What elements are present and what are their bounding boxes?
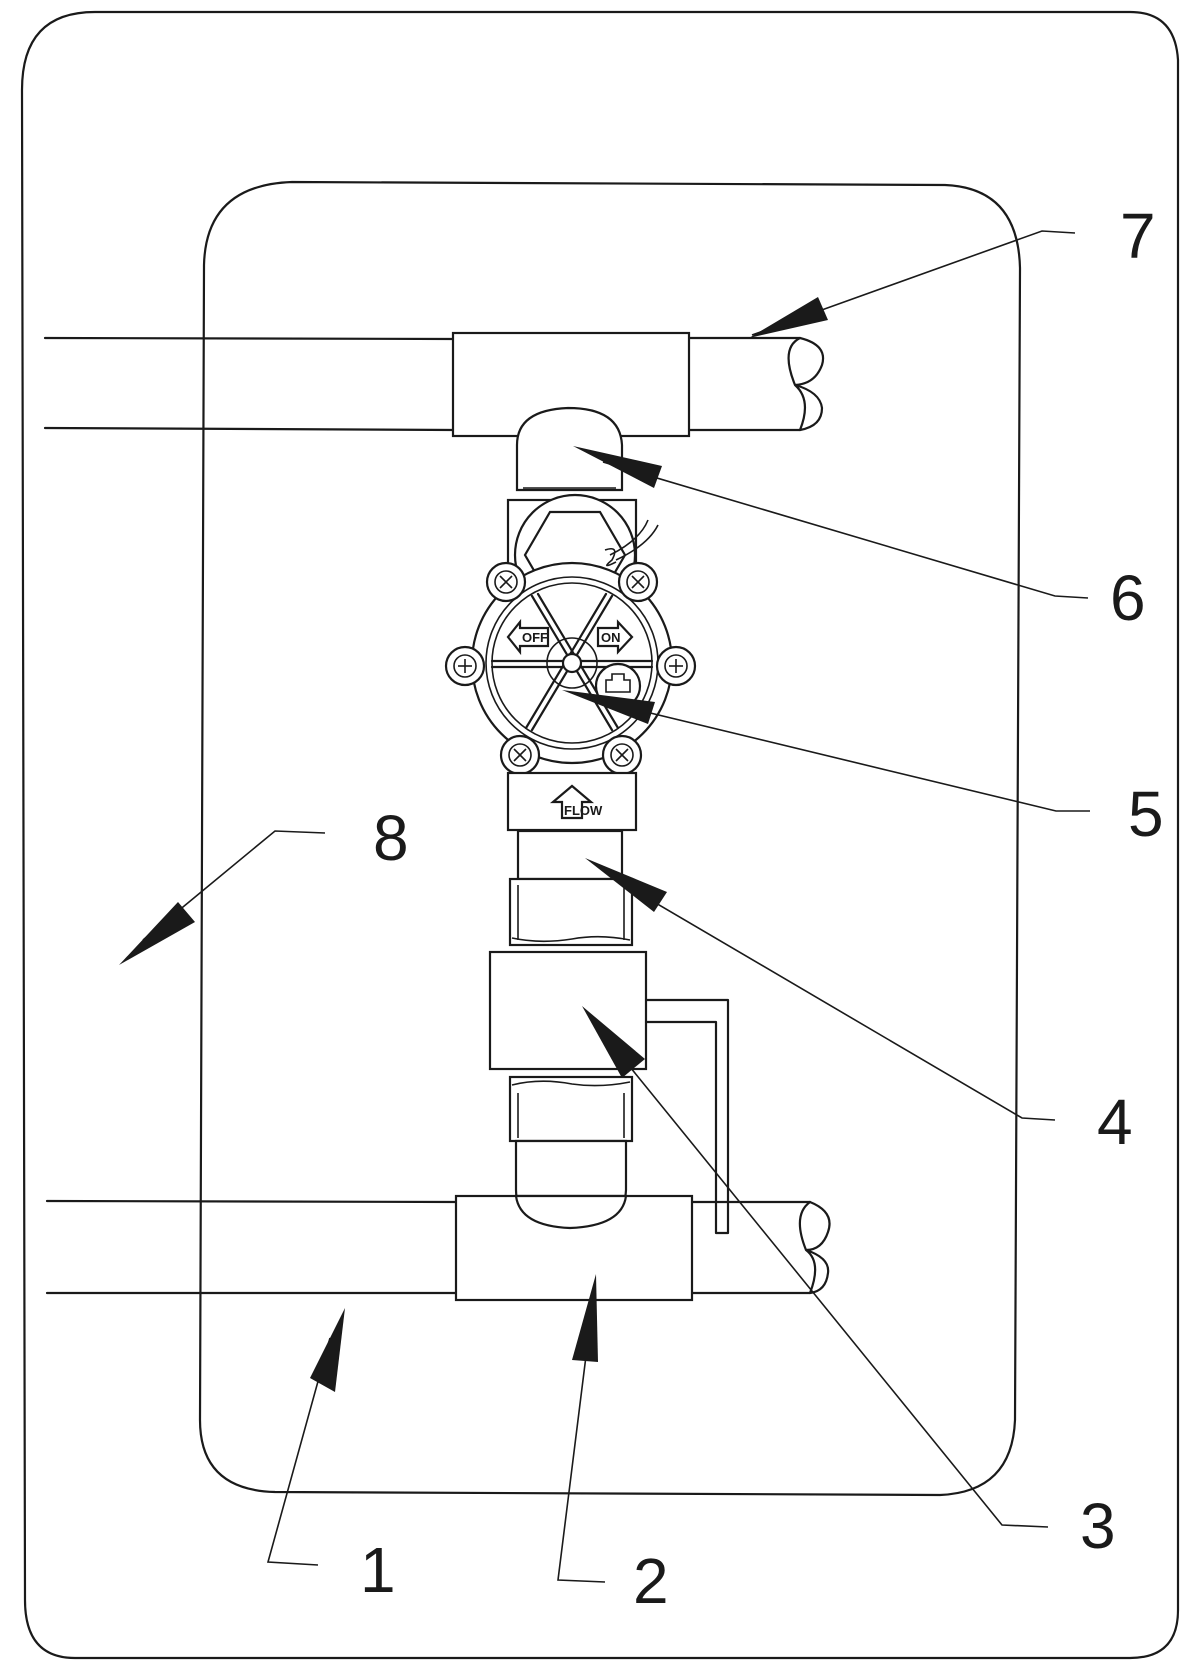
outer-frame <box>20 10 1180 1660</box>
inline-component-body <box>488 950 648 1071</box>
flow-label: FLOW <box>564 803 603 818</box>
callout-5: 5 <box>1128 778 1164 850</box>
on-indicator: ON <box>596 619 634 655</box>
coupling-lower <box>508 1075 634 1143</box>
bonnet-screws <box>444 561 697 776</box>
flow-direction-arrow-icon: FLOW <box>549 784 603 820</box>
lower-pipe-break <box>798 1200 831 1295</box>
lower-pipe-top-edge <box>45 1199 459 1204</box>
coupling-upper <box>508 877 634 947</box>
off-label: OFF <box>522 630 548 645</box>
callout-7: 7 <box>1120 200 1156 272</box>
solenoid-wires <box>604 519 659 567</box>
upper-pipe-top-edge <box>43 336 457 341</box>
upper-elbow <box>515 406 624 492</box>
on-label: ON <box>601 630 621 645</box>
bypass-tubing <box>644 998 730 1235</box>
callout-2: 2 <box>633 1545 669 1617</box>
callout-3: 3 <box>1080 1490 1116 1562</box>
valve-box <box>198 180 1022 1497</box>
upper-pipe-bottom-edge <box>43 426 457 432</box>
upper-pipe-break <box>787 336 825 432</box>
off-indicator: OFF <box>506 618 550 656</box>
callout-1: 1 <box>360 1534 396 1606</box>
callout-8: 8 <box>373 802 409 874</box>
callout-6: 6 <box>1110 562 1146 634</box>
leader-lines <box>119 230 1090 1583</box>
callout-4: 4 <box>1097 1086 1133 1158</box>
